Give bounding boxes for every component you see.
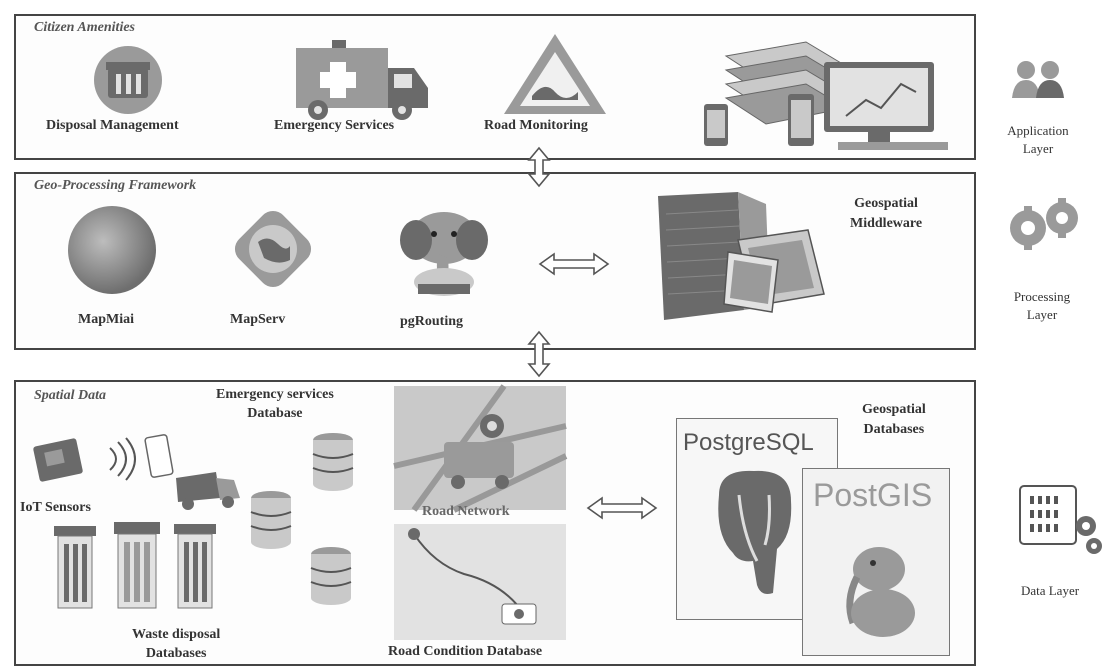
- waste-disposal-db-label: Waste disposal Databases: [132, 627, 221, 661]
- road-monitoring-label: Road Monitoring: [484, 118, 588, 133]
- application-layer-label: Application Layer: [1007, 123, 1069, 156]
- disposal-bin-icon: [94, 46, 162, 114]
- mapserver-icon: [234, 210, 312, 288]
- database-icon: [310, 547, 352, 605]
- vertical-arrow-top: [527, 146, 551, 188]
- globe-icon: [68, 206, 156, 294]
- road-network-map-icon: [393, 384, 568, 513]
- phone-icon: [144, 434, 174, 478]
- processing-layer-label: Processing Layer: [1013, 289, 1071, 322]
- road-warning-icon: [504, 34, 606, 114]
- panel-title: Spatial Data: [34, 388, 106, 403]
- vertical-arrow-bottom: [527, 330, 551, 378]
- waste-bin-icon: [114, 522, 160, 609]
- devices-map-icon: [704, 41, 948, 150]
- geo-processing-panel: Geo-Processing Framework MapMiai MapServ…: [14, 172, 976, 350]
- elephant-icon: [400, 212, 488, 296]
- users-icon: [1012, 61, 1064, 98]
- wifi-icon: [109, 437, 136, 481]
- iot-board-icon: [33, 438, 83, 482]
- database-icon: [312, 433, 354, 491]
- postgresql-elephant-icon: [718, 470, 792, 594]
- waste-bin-icon: [54, 526, 96, 609]
- postgresql-label: PostgreSQL: [683, 429, 814, 456]
- bidirectional-arrow-icon: [538, 252, 610, 276]
- mapmiai-label: MapMiai: [78, 312, 134, 327]
- binary-data-icon: [1019, 485, 1102, 554]
- iot-sensors-label: IoT Sensors: [20, 500, 91, 515]
- bidirectional-arrow-icon: [586, 496, 658, 520]
- emergency-services-label: Emergency Services: [274, 118, 395, 133]
- road-network-label: Road Network: [422, 504, 510, 519]
- geospatial-databases-label: Geospatial Databases: [862, 402, 926, 437]
- citizen-amenities-panel: Citizen Amenities Disposal Management Em…: [14, 14, 976, 160]
- gears-icon: [1010, 198, 1078, 250]
- postgis-elephant-icon: [846, 547, 915, 637]
- spatial-data-panel: Spatial Data IoT Sensors: [14, 380, 976, 666]
- server-icon: [658, 192, 825, 320]
- emergency-db-label: Emergency services Database: [216, 387, 334, 421]
- disposal-management-label: Disposal Management: [46, 118, 179, 133]
- waste-bin-icon: [174, 524, 216, 609]
- pgrouting-label: pgRouting: [400, 314, 464, 329]
- mapserv-label: MapServ: [230, 312, 286, 327]
- garbage-truck-icon: [176, 472, 240, 510]
- data-layer-label: Data Layer: [1020, 583, 1080, 598]
- panel-title: Citizen Amenities: [34, 20, 135, 35]
- road-condition-map-icon: [394, 524, 566, 640]
- postgis-label: PostGIS: [813, 477, 933, 513]
- panel-title: Geo-Processing Framework: [34, 178, 197, 193]
- road-condition-db-label: Road Condition Database: [388, 644, 543, 659]
- postgis-box: PostGIS: [802, 468, 950, 656]
- database-icon: [250, 491, 292, 549]
- geospatial-middleware-label: Geospatial Middleware: [850, 196, 923, 231]
- ambulance-icon: [296, 40, 428, 120]
